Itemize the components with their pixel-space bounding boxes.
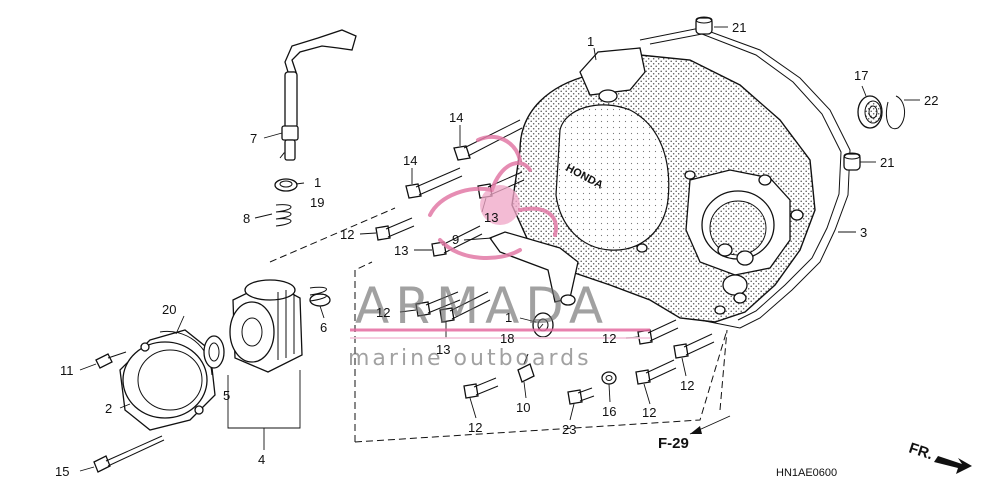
callout-20: 20 xyxy=(162,302,176,317)
gasket-outline xyxy=(639,27,851,329)
front-direction-arrow xyxy=(934,456,972,474)
callout-23: 23 xyxy=(562,422,576,437)
bolt-15 xyxy=(93,435,165,473)
callout-7: 7 xyxy=(250,131,257,146)
bolt-23 xyxy=(567,387,595,405)
bolt-12c xyxy=(463,377,499,399)
bolt-12f xyxy=(635,359,677,385)
callout-12-center: 12 xyxy=(376,305,390,320)
part-4-oil-filter xyxy=(229,279,303,373)
part-17-bearing xyxy=(857,95,883,129)
reference-f29: F-29 xyxy=(658,435,689,452)
assembly-lines xyxy=(269,147,728,443)
callout-19: 19 xyxy=(310,195,324,210)
bolt-14b xyxy=(405,167,463,199)
callout-12-right: 12 xyxy=(680,378,694,393)
callout-6: 6 xyxy=(320,320,327,335)
callouts: 1 21 17 22 21 3 7 1 19 8 14 14 13 12 9 1… xyxy=(55,20,938,479)
callout-21-right: 21 xyxy=(880,155,894,170)
callout-10: 10 xyxy=(516,400,530,415)
part-6-spring xyxy=(309,286,331,307)
bolt-12b xyxy=(415,291,461,317)
callout-1-oring: 1 xyxy=(314,175,321,190)
callout-9: 9 xyxy=(452,232,459,247)
callout-2: 2 xyxy=(105,401,112,416)
callout-4: 4 xyxy=(258,452,265,467)
callout-22: 22 xyxy=(924,93,938,108)
callout-17: 17 xyxy=(854,68,868,83)
bolt-12a xyxy=(375,217,415,241)
diagram-code: HN1AE0600 xyxy=(776,467,837,479)
bolt-13c xyxy=(439,291,491,323)
callout-12-left: 12 xyxy=(340,227,354,242)
f29-reference-arrow xyxy=(689,415,731,435)
part-9-pipe xyxy=(488,231,579,306)
bolt-12d xyxy=(637,319,679,345)
callout-12-bottomright: 12 xyxy=(642,405,656,420)
bolt-12e xyxy=(673,333,715,359)
part-19-oring xyxy=(274,178,298,192)
callout-18: 18 xyxy=(500,331,514,346)
callout-16: 16 xyxy=(602,404,616,419)
callout-5: 5 xyxy=(223,388,230,403)
part-16-washer xyxy=(601,371,617,385)
part-2-cover-cap xyxy=(119,329,216,431)
part-21-dowel-top xyxy=(695,16,713,35)
part-8-spring xyxy=(275,204,292,227)
part-10-clip xyxy=(517,353,535,383)
watermark-mascot-icon xyxy=(428,134,558,260)
callout-1-cover: 1 xyxy=(587,34,594,49)
part-5-oring xyxy=(203,335,225,369)
watermark: ARMADA marine outboards xyxy=(348,134,650,371)
callout-13-upper: 13 xyxy=(484,210,498,225)
part-22-circlip xyxy=(885,95,905,130)
callout-13-lower: 13 xyxy=(436,342,450,357)
callout-14-upper: 14 xyxy=(449,110,463,125)
callout-3: 3 xyxy=(860,225,867,240)
watermark-tagline: marine outboards xyxy=(348,346,592,371)
part-7-rod xyxy=(281,29,357,161)
callout-11: 11 xyxy=(60,363,74,378)
callout-12-rightmid: 12 xyxy=(602,331,616,346)
callout-21-top: 21 xyxy=(732,20,746,35)
bolt-14a xyxy=(453,119,523,161)
callout-13-mid: 13 xyxy=(394,243,408,258)
callout-15: 15 xyxy=(55,464,69,479)
bolt-11 xyxy=(95,351,127,369)
watermark-brand: ARMADA xyxy=(355,277,609,335)
part-21-dowel-right xyxy=(843,152,861,171)
callout-1-lower: 1 xyxy=(505,310,512,325)
front-direction-label: FR. xyxy=(907,440,935,464)
callout-12-bottom: 12 xyxy=(468,420,482,435)
callout-14-lower: 14 xyxy=(403,153,417,168)
callout-8: 8 xyxy=(243,211,250,226)
